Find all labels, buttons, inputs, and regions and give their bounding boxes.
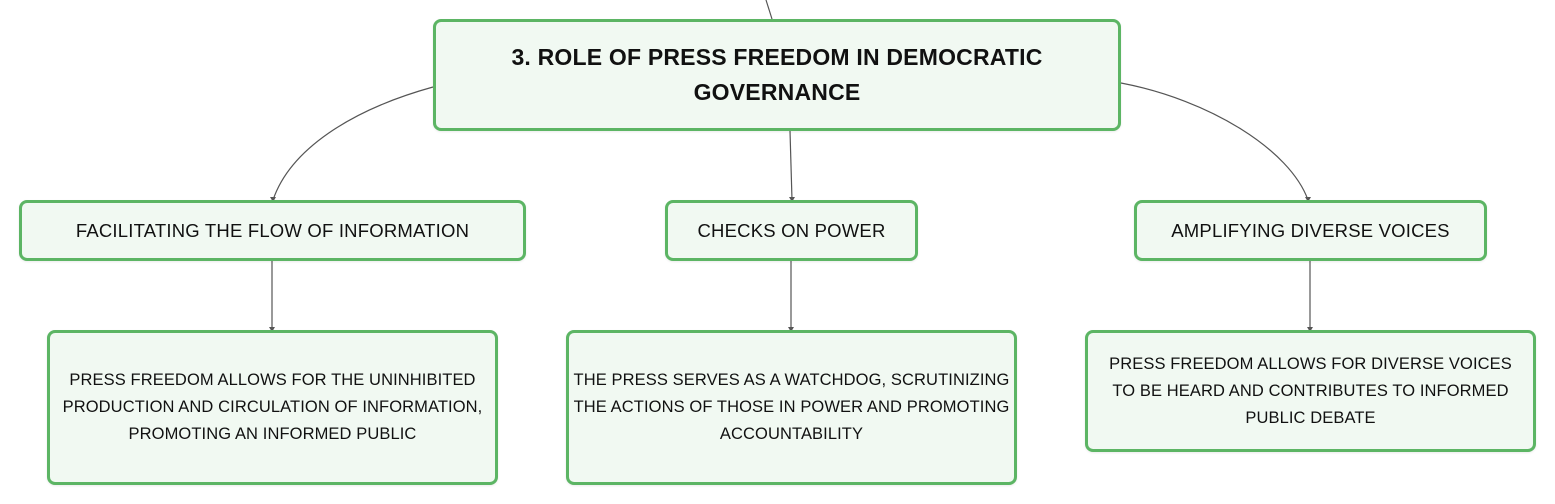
incoming-connector — [765, 0, 773, 20]
branch-node-checks-on-power[interactable]: CHECKS ON POWER — [665, 200, 918, 261]
detail-node-text: THE PRESS SERVES AS A WATCHDOG, SCRUTINI… — [573, 371, 1010, 443]
branch-node-label: FACILITATING THE FLOW OF INFORMATION — [75, 219, 470, 241]
branch-node-label: AMPLIFYING DIVERSE VOICES — [1171, 219, 1450, 241]
detail-node-amplifying-voices[interactable]: PRESS FREEDOM ALLOWS FOR DIVERSE VOICES … — [1085, 330, 1536, 452]
arrowhead-amplifying-detail — [1307, 327, 1313, 332]
detail-node-checks-on-power[interactable]: THE PRESS SERVES AS A WATCHDOG, SCRUTINI… — [566, 330, 1017, 485]
arrowhead-checks — [789, 197, 795, 202]
connector-root-to-amplifying — [1120, 82, 1309, 201]
branch-node-facilitating-information[interactable]: FACILITATING THE FLOW OF INFORMATION — [19, 200, 526, 261]
branch-node-label: CHECKS ON POWER — [697, 219, 886, 241]
root-node[interactable]: 3. ROLE OF PRESS FREEDOM IN DEMOCRATIC G… — [433, 19, 1121, 131]
arrowhead-facilitating — [270, 197, 276, 202]
connector-root-to-checks — [789, 130, 793, 201]
detail-node-facilitating-information[interactable]: PRESS FREEDOM ALLOWS FOR THE UNINHIBITED… — [47, 330, 498, 485]
detail-node-text: PRESS FREEDOM ALLOWS FOR THE UNINHIBITED… — [62, 371, 483, 443]
branch-node-amplifying-voices[interactable]: AMPLIFYING DIVERSE VOICES — [1134, 200, 1487, 261]
detail-node-text: PRESS FREEDOM ALLOWS FOR DIVERSE VOICES … — [1109, 354, 1512, 427]
root-node-label: 3. ROLE OF PRESS FREEDOM IN DEMOCRATIC G… — [511, 44, 1043, 105]
arrowhead-facilitating-detail — [269, 327, 275, 332]
arrowhead-amplifying — [1305, 197, 1311, 202]
connector-root-to-facilitating — [272, 86, 434, 201]
arrowhead-checks-detail — [788, 327, 794, 332]
